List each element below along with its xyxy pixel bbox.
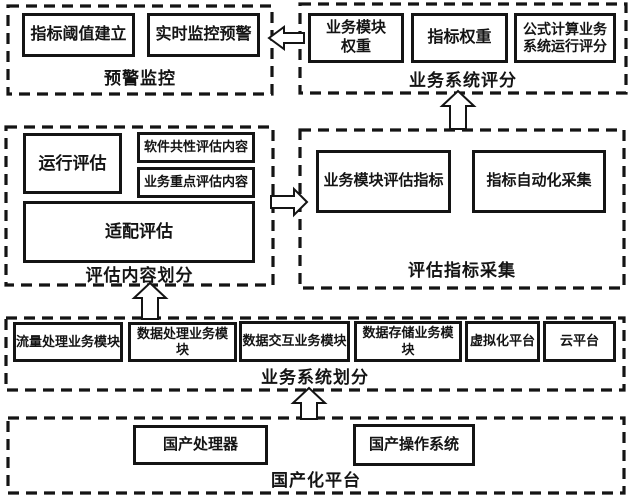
section-label-warning-monitoring: 预警监控 bbox=[104, 69, 176, 88]
node-business-focus-evaluation-content: 业务重点评估内容 bbox=[137, 167, 255, 198]
arrow-right-content-to-collection bbox=[270, 186, 309, 218]
arrow-up-platform-to-division bbox=[290, 386, 328, 420]
node-cloud-platform: 云平台 bbox=[543, 321, 616, 362]
node-software-common-evaluation-content: 软件共性评估内容 bbox=[137, 132, 255, 163]
arrow-up-collection-to-scoring bbox=[439, 89, 477, 130]
section-frame-warning-monitoring bbox=[6, 4, 274, 96]
node-traffic-processing-module: 流量处理业务模块 bbox=[13, 322, 123, 362]
section-label-business-system-division: 业务系统划分 bbox=[261, 368, 369, 387]
node-domestic-operating-system: 国产操作系统 bbox=[353, 424, 475, 466]
section-label-evaluation-content-division: 评估内容划分 bbox=[85, 266, 194, 285]
section-label-evaluation-indicator-collection: 评估指标采集 bbox=[408, 261, 516, 280]
section-frame-business-system-division bbox=[4, 316, 626, 392]
node-realtime-monitoring-warning: 实时监控预警 bbox=[147, 13, 260, 57]
node-domestic-processor: 国产处理器 bbox=[133, 425, 268, 465]
section-label-domestic-platform: 国产化平台 bbox=[271, 471, 361, 490]
node-data-interaction-module: 数据交互业务模块 bbox=[239, 321, 350, 362]
arrow-left-scoring-to-warning bbox=[267, 25, 305, 51]
node-adaptation-evaluation: 适配评估 bbox=[23, 201, 255, 263]
arrow-up-division-to-content bbox=[131, 281, 169, 320]
node-operation-evaluation: 运行评估 bbox=[23, 133, 122, 194]
node-business-module-evaluation-indicators: 业务模块评估指标 bbox=[316, 150, 451, 213]
node-formula-system-score: 公式计算业务系统运行评分 bbox=[514, 13, 616, 63]
node-virtualization-platform: 虚拟化平台 bbox=[465, 321, 540, 362]
node-indicator-automatic-collection: 指标自动化采集 bbox=[472, 150, 606, 213]
node-data-processing-module: 数据处理业务模块 bbox=[128, 322, 237, 362]
section-label-business-system-scoring: 业务系统评分 bbox=[409, 71, 517, 90]
node-data-storage-module: 数据存储业务模块 bbox=[354, 321, 462, 362]
section-frame-business-system-scoring bbox=[298, 2, 628, 95]
node-business-module-weight: 业务模块权重 bbox=[308, 13, 404, 63]
node-indicator-threshold-setup: 指标阈值建立 bbox=[22, 13, 135, 57]
node-indicator-weight: 指标权重 bbox=[411, 13, 508, 63]
